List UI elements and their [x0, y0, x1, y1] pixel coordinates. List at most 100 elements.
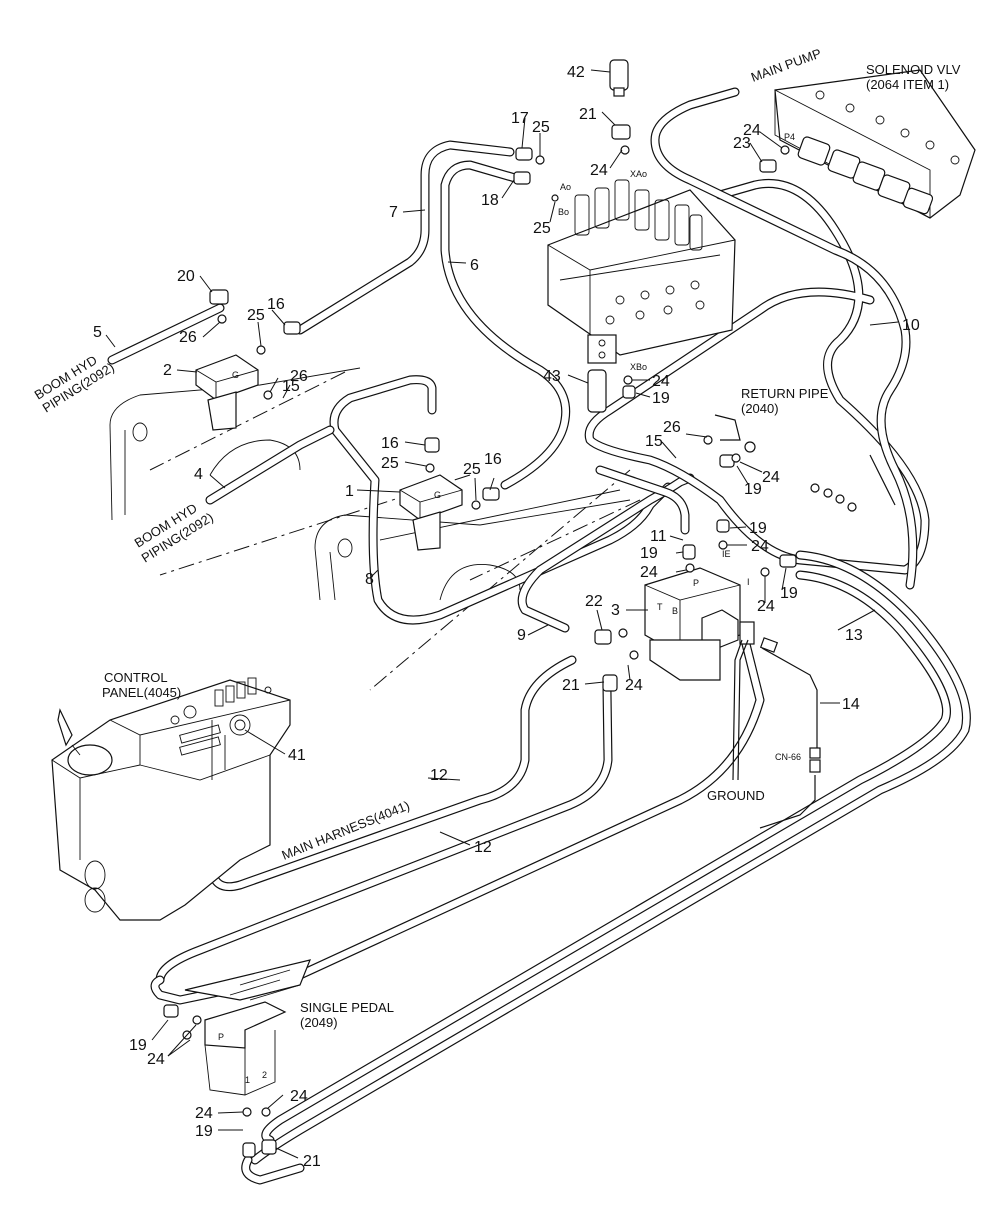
callout-26: 26	[663, 419, 681, 436]
fitting-16b	[424, 437, 440, 453]
label-return-pipe: RETURN PIPE	[741, 386, 829, 401]
callout-2: 2	[163, 362, 172, 379]
port-g-2: G	[232, 370, 239, 380]
pilot-valve-2: G	[195, 354, 259, 431]
fittings	[163, 59, 797, 1158]
main-control-valve	[547, 179, 736, 364]
callout-10: 10	[902, 317, 920, 334]
label-single-pedal: SINGLE PEDAL	[300, 1000, 394, 1015]
label-control-panel-ref: PANEL(4045)	[102, 685, 181, 700]
fitting-17	[515, 147, 533, 161]
callout-24: 24	[590, 162, 608, 179]
pedal-port-2: 2	[262, 1070, 267, 1080]
callout-24: 24	[147, 1051, 165, 1068]
callout-25: 25	[381, 455, 399, 472]
fitting-42	[609, 59, 629, 91]
callout-42: 42	[567, 64, 585, 81]
callout-12: 12	[474, 839, 492, 856]
callout-19: 19	[744, 481, 762, 498]
callout-24: 24	[762, 469, 780, 486]
callout-16: 16	[267, 296, 285, 313]
fitting-19-bottom	[242, 1142, 256, 1158]
label-single-pedal-ref: (2049)	[300, 1015, 338, 1030]
port-xbo: XBo	[630, 362, 647, 372]
return-pipe-fittings	[714, 414, 896, 512]
callout-14: 14	[842, 696, 860, 713]
hoses	[107, 87, 971, 1185]
callout-24: 24	[625, 677, 643, 694]
label-main-pump: MAIN PUMP	[749, 46, 823, 85]
callout-19: 19	[780, 585, 798, 602]
fitting-19a	[622, 385, 636, 399]
port-t: T	[657, 602, 663, 612]
label-solenoid-vlv: SOLENOID VLV	[866, 62, 961, 77]
callout-19: 19	[749, 520, 767, 537]
callout-21: 21	[562, 677, 580, 694]
callout-19: 19	[195, 1123, 213, 1140]
callout-21: 21	[579, 106, 597, 123]
callout-12: 12	[430, 767, 448, 784]
callout-13: 13	[845, 627, 863, 644]
callout-25: 25	[463, 461, 481, 478]
port-i: I	[747, 577, 750, 587]
hose-8	[329, 375, 673, 625]
port-p: P	[693, 578, 699, 588]
callout-24: 24	[652, 373, 670, 390]
port-b: B	[672, 606, 678, 616]
callout-43: 43	[543, 368, 561, 385]
port-g-1: G	[434, 490, 441, 500]
label-control-panel: CONTROL	[104, 670, 168, 685]
callout-25: 25	[247, 307, 265, 324]
callout-20: 20	[177, 268, 195, 285]
label-ground: GROUND	[707, 788, 765, 803]
callout-7: 7	[389, 204, 398, 221]
callout-24: 24	[743, 122, 761, 139]
fitting-18	[513, 171, 531, 185]
callout-19: 19	[129, 1037, 147, 1054]
callout-19: 19	[652, 390, 670, 407]
port-ie: IE	[722, 549, 731, 559]
fitting-19-pedal	[163, 1004, 179, 1018]
callout-24: 24	[640, 564, 658, 581]
port-ao: Ao	[560, 182, 571, 192]
fitting-20	[209, 289, 229, 305]
fitting-22	[594, 629, 612, 645]
single-pedal: 1 2 P	[184, 959, 311, 1096]
fitting-23	[759, 159, 777, 173]
label-return-pipe-ref: (2040)	[741, 401, 779, 416]
callout-8: 8	[365, 571, 374, 588]
o-rings	[182, 145, 790, 1117]
callout-26: 26	[179, 329, 197, 346]
callout-6: 6	[470, 257, 479, 274]
callout-19: 19	[640, 545, 658, 562]
callout-25: 25	[533, 220, 551, 237]
callout-24: 24	[751, 538, 769, 555]
callout-41: 41	[288, 747, 306, 764]
fitting-21-bottom	[261, 1139, 277, 1155]
callout-5: 5	[93, 324, 102, 341]
solenoid-coils	[797, 136, 934, 215]
callout-26: 26	[290, 368, 308, 385]
callout-numbers: 42 21 17 25 24 7 18 25 6 24 23 20 5 26 2…	[93, 64, 920, 1170]
fitting-19e	[779, 554, 797, 568]
callout-23: 23	[733, 135, 751, 152]
fitting-21-mid	[602, 674, 618, 692]
callout-15: 15	[645, 433, 663, 450]
callout-3: 3	[611, 602, 620, 619]
callout-16: 16	[484, 451, 502, 468]
callout-24: 24	[195, 1105, 213, 1122]
callout-18: 18	[481, 192, 499, 209]
callout-15: 15	[282, 378, 300, 395]
control-panel	[51, 677, 291, 921]
callout-25: 25	[532, 119, 550, 136]
leader-lines	[105, 69, 899, 1159]
callout-24: 24	[290, 1088, 308, 1105]
port-p4: P4	[784, 132, 795, 142]
port-xao: XAo	[630, 169, 647, 179]
pedal-port-1: 1	[245, 1075, 250, 1085]
pilot-valve-1: G	[399, 474, 463, 551]
fitting-43	[587, 369, 607, 413]
callout-17: 17	[511, 110, 529, 127]
pedal-port-p: P	[218, 1032, 224, 1042]
